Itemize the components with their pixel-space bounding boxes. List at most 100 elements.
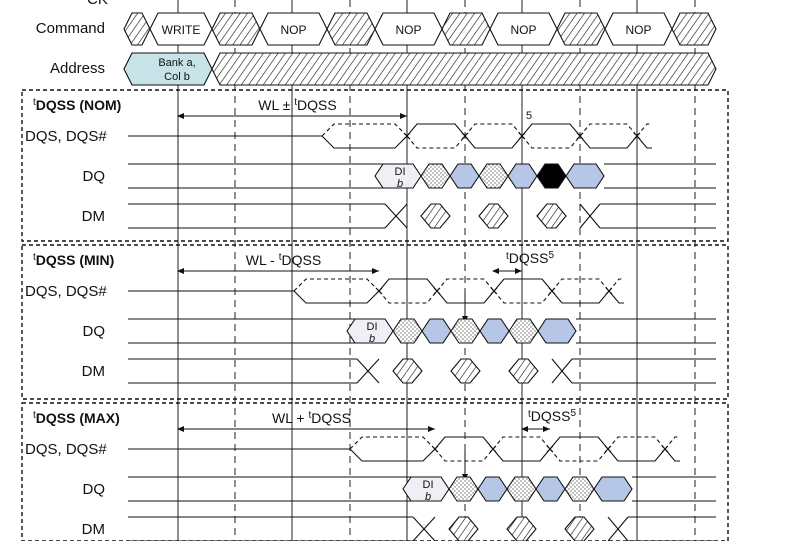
dqs-pulse-high [434, 436, 494, 450]
dq-data-cell [506, 476, 537, 502]
dq-data-cell [507, 163, 538, 189]
dqs-edge-mark [489, 445, 497, 453]
wl-label: WL + tDQSS [272, 410, 351, 426]
dqs-edge-mark [461, 132, 469, 140]
dm-hatched-cell [448, 516, 479, 541]
dq-label: DQ [83, 481, 106, 498]
dq-data-cell [421, 318, 452, 344]
dqs-pulse-low [579, 135, 638, 149]
command-cell [259, 12, 328, 46]
dqs-pulse-high [493, 278, 553, 292]
wl-label: WL - tDQSS [246, 252, 321, 268]
address-dontcare-cell [211, 52, 717, 86]
dqs-pulse-low [607, 448, 666, 462]
dqs-edge-mark [633, 132, 641, 140]
dqs-pulse-low [406, 135, 466, 149]
command-text: NOP [280, 23, 306, 37]
dqs-pulse-high [549, 436, 609, 450]
dm-edge [607, 516, 629, 541]
dm-hatched-cell [420, 203, 451, 229]
dqs-preamble-dashed [349, 436, 436, 450]
address-bus: Bank a, Col b [123, 52, 717, 86]
dqs-postamble-low [608, 290, 624, 304]
command-text: NOP [625, 23, 651, 37]
command-text: NOP [395, 23, 421, 37]
dq-data-cell [536, 163, 567, 189]
dq-label: DQ [83, 323, 106, 340]
dq-data-cell [479, 318, 510, 344]
dq-data-cell [450, 318, 481, 344]
dm-hatched-cell [506, 516, 537, 541]
dqs-postamble-low [664, 448, 680, 462]
dq-data-cell [478, 163, 509, 189]
dq-di-text: DI [395, 166, 406, 178]
address-bank-text: Bank a, [158, 57, 195, 69]
dqs-edge-mark [518, 132, 526, 140]
command-dontcare-cell [556, 12, 606, 46]
dqs-preamble-low [321, 135, 408, 149]
clock-label: CK [87, 0, 108, 8]
dm-edge [412, 516, 436, 541]
dm-label: DM [82, 208, 105, 225]
command-label: Command [36, 20, 105, 37]
dq-data-cell [449, 163, 480, 189]
dqs-pulse-high [464, 123, 523, 137]
dqs-pulse-low [434, 448, 494, 462]
dqs-edge-mark [548, 287, 556, 295]
dq-data-cell [565, 163, 605, 189]
dqs-pulse-high [406, 123, 466, 137]
command-text: NOP [510, 23, 536, 37]
dm-label: DM [82, 363, 105, 380]
dm-hatched-cell [508, 358, 539, 384]
dqs-postamble [636, 123, 652, 137]
dm-label: DM [82, 521, 105, 538]
dq-data-cell [420, 163, 451, 189]
command-dontcare-cell [123, 12, 151, 46]
dm-edge [384, 203, 408, 229]
note-label: 5 [526, 110, 532, 122]
dqs-edge-mark [546, 445, 554, 453]
dqs-pulse-high [551, 278, 610, 292]
dq-label: DQ [83, 168, 106, 185]
dqs-postamble [608, 278, 624, 292]
dq-data-cell [392, 318, 423, 344]
dqs-edge-mark [576, 132, 584, 140]
dqs-label: DQS, DQS# [25, 441, 107, 458]
dm-hatched-cell [478, 203, 509, 229]
dq-di-text: DI [367, 321, 378, 333]
dqs-edge-mark [604, 445, 612, 453]
dqs-preamble-dashed [321, 123, 408, 137]
dq-data-cell [448, 476, 479, 502]
command-dontcare-cell [671, 12, 717, 46]
dm-edge [356, 358, 380, 384]
dqs-postamble-low [636, 135, 652, 149]
dqs-pulse-high [579, 123, 638, 137]
dqs-edge-mark [431, 445, 439, 453]
address-col-text: Col b [164, 71, 190, 83]
dqs-pulse-high [436, 278, 495, 292]
tdqss-label: tDQSS5 [528, 408, 576, 424]
command-cell [374, 12, 443, 46]
dqs-pulse-high [521, 123, 581, 137]
dqs-preamble-low [293, 290, 380, 304]
dq-data-cell [477, 476, 508, 502]
dqs-edge-mark [375, 287, 383, 295]
dqs-pulse-low [378, 290, 438, 304]
address-label: Address [50, 60, 105, 77]
dqs-edge-mark [605, 287, 613, 295]
dm-hatched-cell [450, 358, 481, 384]
dqs-postamble [664, 436, 680, 450]
dq-data-cell [535, 476, 566, 502]
command-cell [489, 12, 558, 46]
dqs-pulse-low [551, 290, 610, 304]
dqs-preamble-dashed [293, 278, 380, 292]
dm-hatched-cell [536, 203, 567, 229]
dm-edge [579, 203, 601, 229]
dq-di-b-text: b [369, 333, 375, 345]
dm-edge [551, 358, 573, 384]
